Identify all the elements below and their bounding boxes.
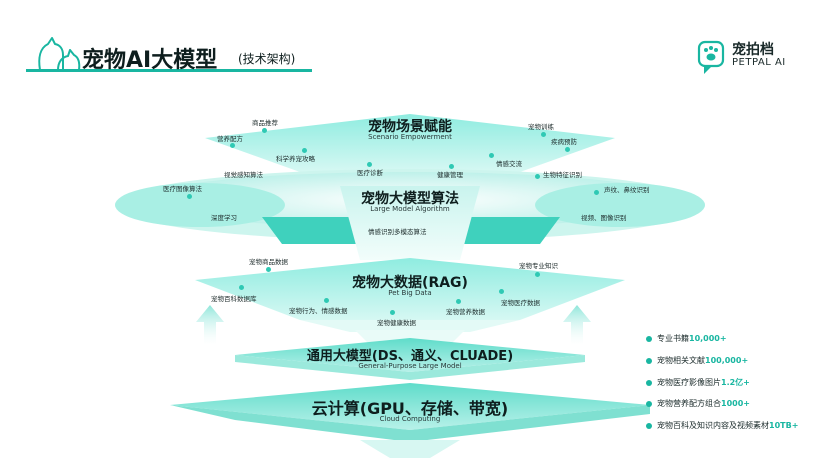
stat-dot-icon	[646, 335, 652, 342]
stat-value: 1.2亿+	[721, 378, 750, 387]
stat-item: 宠物百科及知识内容及视频素材10TB+	[646, 420, 798, 431]
stat-dot-icon	[646, 379, 652, 386]
stat-dot-icon	[646, 422, 652, 429]
stat-label: 宠物相关文献	[657, 356, 705, 365]
paw-icon	[697, 40, 725, 74]
bigdata-dot	[266, 267, 271, 272]
scenario-item: 疾病预防	[551, 138, 577, 146]
scenario-item: 健康管理	[437, 171, 463, 179]
stat-value: 1000+	[721, 399, 750, 408]
algorithm-item: 深度学习	[211, 214, 237, 222]
algorithm-dot	[535, 174, 540, 179]
bigdata-dot	[324, 298, 329, 303]
algorithm-subtitle: Large Model Algorithm	[370, 205, 450, 213]
bigdata-item: 宠物营养数据	[446, 308, 485, 316]
algorithm-title: 宠物大模型算法	[361, 191, 459, 207]
algorithm-item: 声纹、鼻纹识别	[604, 186, 650, 194]
bigdata-item: 宠物商品数据	[249, 258, 288, 266]
scenario-item: 商品推荐	[252, 119, 278, 127]
scenario-item: 科学养宠攻略	[276, 155, 315, 163]
bigdata-layer-shape	[195, 258, 625, 320]
stat-value: 100,000+	[705, 356, 749, 365]
general-subtitle: General-Purpose Large Model	[358, 362, 462, 370]
bigdata-item: 宠物健康数据	[377, 319, 416, 327]
bigdata-item: 宠物百科数据库	[211, 295, 257, 303]
stat-dot-icon	[646, 400, 652, 407]
scenario-title: 宠物场景赋能	[368, 119, 452, 135]
stat-value: 10,000+	[689, 334, 727, 343]
bigdata-item: 宠物医疗数据	[501, 299, 540, 307]
scenario-dot	[367, 162, 372, 167]
page-title: 宠物AI大模型	[82, 48, 218, 73]
header-underline	[26, 69, 312, 72]
scenario-item: 宠物训练	[528, 123, 554, 131]
stat-item: 宠物相关文献100,000+	[646, 355, 748, 366]
scenario-dot	[489, 153, 494, 158]
scenario-item: 医疗诊断	[357, 169, 383, 177]
bigdata-dot	[390, 310, 395, 315]
bigdata-subtitle: Pet Big Data	[388, 289, 432, 297]
stat-dot-icon	[646, 357, 652, 364]
scenario-item: 营养配方	[217, 135, 243, 143]
scenario-dot	[262, 128, 267, 133]
general-title: 通用大模型(DS、通义、CLUADE)	[306, 349, 514, 364]
scenario-dot	[565, 147, 570, 152]
cloud-subtitle: Cloud Computing	[379, 415, 441, 423]
stat-value: 10TB+	[769, 421, 799, 430]
bigdata-item: 宠物行为、情感数据	[289, 307, 348, 315]
algorithm-dot	[594, 190, 599, 195]
bigdata-dot	[456, 299, 461, 304]
up-arrow-icon-right	[563, 305, 591, 345]
bigdata-dot	[535, 272, 540, 277]
stat-label: 宠物营养配方组合	[657, 399, 721, 408]
scenario-item: 情感交流	[496, 160, 522, 168]
algorithm-item: 情感识别多模态算法	[368, 228, 427, 236]
bigdata-dot	[239, 285, 244, 290]
page-subtitle: (技术架构)	[238, 52, 296, 66]
stat-label: 宠物医疗影像图片	[657, 378, 721, 387]
scenario-dot	[230, 143, 235, 148]
stat-label: 专业书籍	[657, 334, 689, 343]
stat-item: 宠物医疗影像图片1.2亿+	[646, 377, 750, 388]
algorithm-item: 视频、图像识别	[581, 214, 627, 222]
scenario-dot	[449, 164, 454, 169]
stat-item: 专业书籍10,000+	[646, 333, 727, 344]
brand-name-en: PETPAL AI	[732, 57, 786, 68]
algorithm-dot	[187, 194, 192, 199]
scenario-dot	[302, 148, 307, 153]
algorithm-item: 医疗图像算法	[163, 185, 202, 193]
cloud-layer-shape	[170, 383, 650, 430]
bigdata-title: 宠物大数据(RAG)	[352, 275, 468, 291]
algorithm-item: 视觉感知算法	[224, 171, 263, 179]
pet-logo-icon	[38, 37, 81, 71]
scenario-subtitle: Scenario Empowerment	[368, 133, 452, 141]
bigdata-dot	[499, 289, 504, 294]
stat-label: 宠物百科及知识内容及视频素材	[657, 421, 769, 430]
cloud-title: 云计算(GPU、存储、带宽)	[311, 399, 509, 418]
stat-item: 宠物营养配方组合1000+	[646, 398, 750, 409]
scenario-dot	[541, 132, 546, 137]
scenario-layer-shape	[205, 114, 615, 172]
up-arrow-icon-left	[196, 305, 224, 345]
brand-name-cn: 宠拍档	[732, 42, 774, 58]
algorithm-item: 生物特征识别	[543, 171, 582, 179]
bigdata-item: 宠物专业知识	[519, 262, 558, 270]
